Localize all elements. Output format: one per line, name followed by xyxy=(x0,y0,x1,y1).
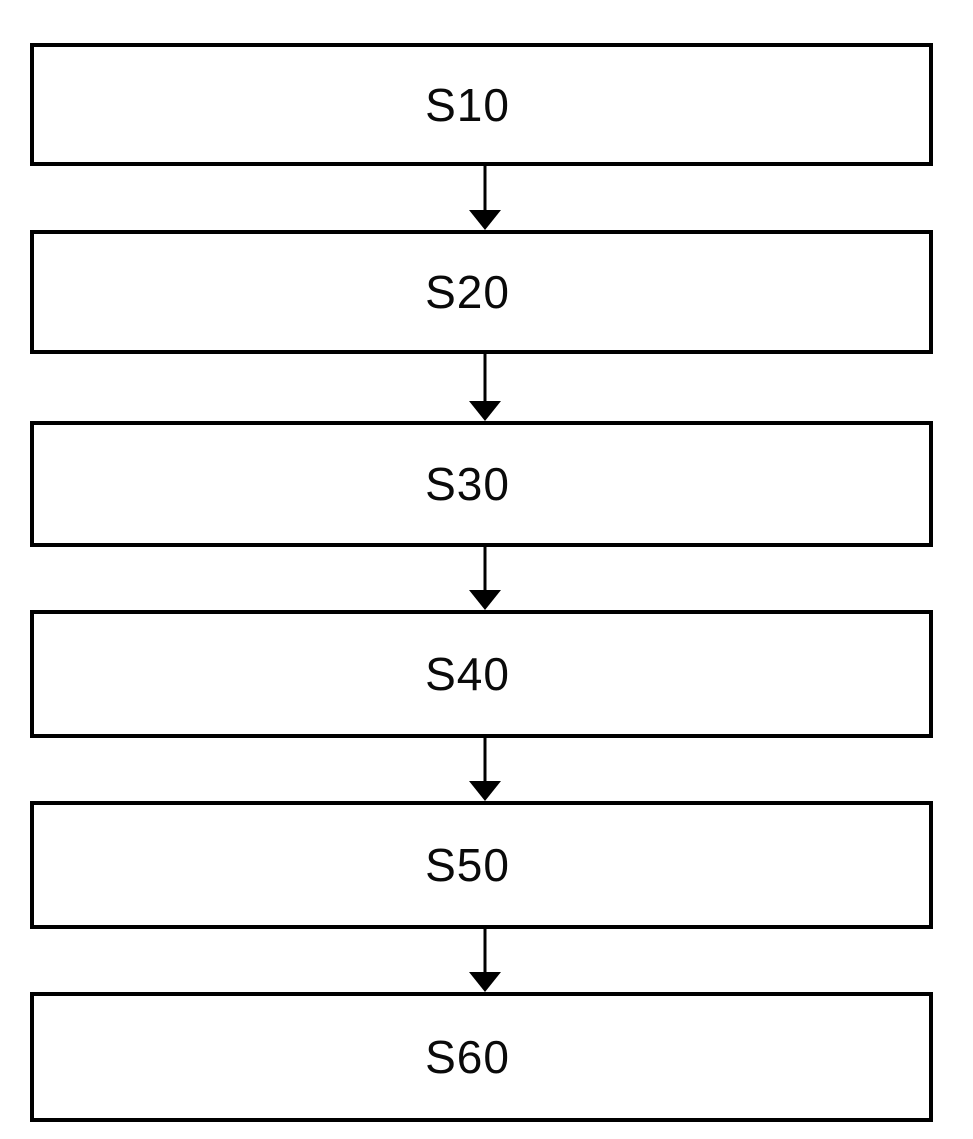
flow-step-box-s40: S40 xyxy=(30,610,933,738)
arrowhead-icon xyxy=(469,401,501,421)
arrow-shaft xyxy=(483,738,487,783)
step-label: S60 xyxy=(425,1031,510,1083)
arrow-shaft xyxy=(483,166,487,212)
flow-step-box-s20: S20 xyxy=(30,230,933,354)
arrowhead-icon xyxy=(469,590,501,610)
flow-step-box-s30: S30 xyxy=(30,421,933,547)
down-arrow-connector xyxy=(468,547,502,610)
arrow-shaft xyxy=(483,354,487,403)
down-arrow-connector xyxy=(468,166,502,230)
step-label: S50 xyxy=(425,839,510,891)
arrowhead-icon xyxy=(469,972,501,992)
down-arrow-connector xyxy=(468,738,502,801)
down-arrow-connector xyxy=(468,929,502,992)
step-label: S10 xyxy=(425,78,510,131)
down-arrow-connector xyxy=(468,354,502,421)
arrow-shaft xyxy=(483,547,487,592)
flow-step-box-s10: S10 xyxy=(30,43,933,166)
arrowhead-icon xyxy=(469,210,501,230)
step-label: S30 xyxy=(425,458,510,510)
flow-step-box-s60: S60 xyxy=(30,992,933,1122)
step-label: S20 xyxy=(425,266,510,318)
arrowhead-icon xyxy=(469,781,501,801)
step-label: S40 xyxy=(425,648,510,700)
flow-step-box-s50: S50 xyxy=(30,801,933,929)
arrow-shaft xyxy=(483,929,487,974)
